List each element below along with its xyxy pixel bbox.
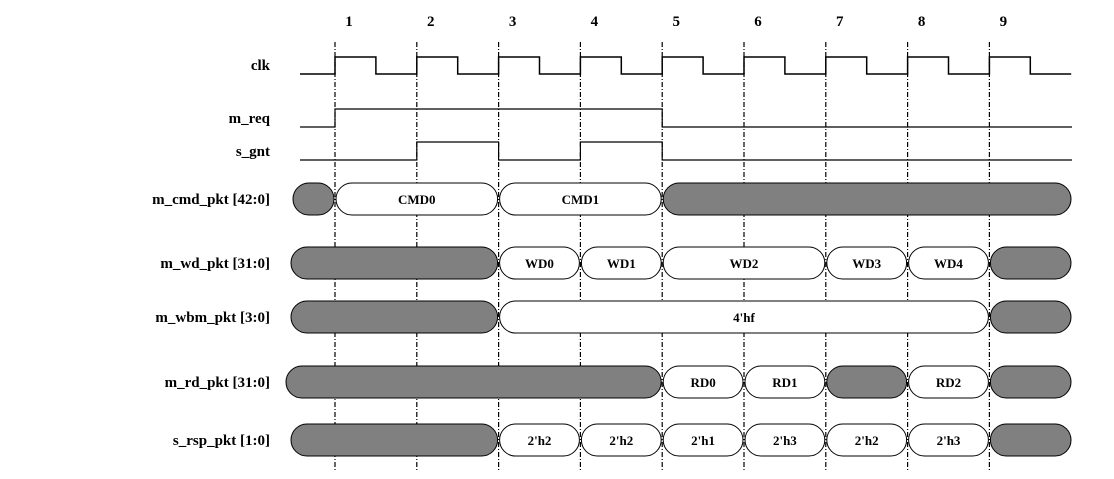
bus-value-shape (499, 300, 989, 334)
bus-idle-shape (989, 365, 1072, 399)
cycle-number: 3 (509, 14, 517, 30)
bus-value-shape (744, 423, 826, 457)
bus-segment: WD4 (908, 246, 989, 280)
bus-value-label: WD4 (934, 256, 963, 271)
bus-idle-segment (290, 246, 499, 280)
bus-value-shape (744, 365, 826, 399)
bus-segment: CMD0 (335, 182, 499, 216)
signal-label: s_rsp_pkt [1:0] (173, 433, 270, 449)
bus-idle-segment (290, 423, 499, 457)
bus-idle-shape (989, 300, 1072, 334)
bus-idle-shape (290, 300, 499, 334)
clk-waveform (300, 56, 1072, 75)
bus-segment: RD2 (908, 365, 989, 399)
bus-value-shape (826, 423, 908, 457)
bus-idle-segment (989, 300, 1072, 334)
bus-idle-shape (290, 246, 499, 280)
signal-label: m_rd_pkt [31:0] (165, 375, 270, 391)
bus-idle-segment (285, 365, 662, 399)
bus-value-label: 4'hf (733, 310, 755, 325)
s_gnt-waveform (300, 141, 1072, 161)
bus-segment: WD1 (580, 246, 662, 280)
bus-idle-shape (662, 182, 1072, 216)
bus-segment: 2'h2 (499, 423, 580, 457)
bus-segment: 2'h2 (826, 423, 908, 457)
signal-label: clk (251, 58, 271, 74)
bus-idle-segment (290, 300, 499, 334)
bus-value-shape (908, 246, 989, 280)
bus-idle-shape (989, 423, 1072, 457)
cycle-number: 1 (345, 14, 353, 30)
bus-segment: 4'hf (499, 300, 989, 334)
bus-value-shape (662, 365, 744, 399)
signal-label: m_wd_pkt [31:0] (160, 256, 270, 272)
bus-value-label: CMD0 (398, 192, 436, 207)
bus-segment: WD3 (826, 246, 908, 280)
bus-segment: 2'h3 (744, 423, 826, 457)
bus-value-label: 2'h2 (528, 433, 552, 448)
bus-value-label: WD0 (525, 256, 554, 271)
bus-value-shape (499, 423, 580, 457)
bus-value-shape (499, 182, 662, 216)
bus-value-label: 2'h2 (855, 433, 879, 448)
bus-value-shape (499, 246, 580, 280)
bus-value-label: 2'h2 (609, 433, 633, 448)
bus-value-label: RD0 (690, 375, 715, 390)
m_req-waveform (300, 108, 1072, 128)
bus-idle-shape (826, 365, 908, 399)
bus-value-label: WD2 (730, 256, 759, 271)
bus-value-label: 2'h1 (691, 433, 715, 448)
signal-label: m_req (229, 111, 271, 127)
bus-segment: 2'h1 (662, 423, 744, 457)
cycle-number: 7 (836, 14, 844, 30)
cycle-number: 8 (918, 14, 926, 30)
cycle-number: 6 (754, 14, 762, 30)
signal-label: m_cmd_pkt [42:0] (152, 192, 270, 208)
bus-value-shape (908, 423, 989, 457)
bus-idle-segment (662, 182, 1072, 216)
bus-value-shape (908, 365, 989, 399)
bus-segment: WD0 (499, 246, 580, 280)
bus-value-label: WD3 (852, 256, 881, 271)
bus-value-label: 2'h3 (773, 433, 797, 448)
bus-idle-segment (989, 423, 1072, 457)
bus-idle-shape (292, 182, 335, 216)
bus-idle-segment (292, 182, 335, 216)
bus-value-shape (826, 246, 908, 280)
bus-value-label: RD1 (772, 375, 797, 390)
bus-value-label: RD2 (936, 375, 961, 390)
signal-label: s_gnt (236, 144, 270, 160)
bus-idle-segment (989, 365, 1072, 399)
bus-value-label: CMD1 (562, 192, 600, 207)
bus-value-label: WD1 (607, 256, 636, 271)
bus-idle-shape (285, 365, 662, 399)
bus-value-shape (662, 423, 744, 457)
bus-idle-segment (989, 246, 1072, 280)
bus-value-shape (335, 182, 499, 216)
bus-segment: RD1 (744, 365, 826, 399)
bus-idle-shape (290, 423, 499, 457)
cycle-number: 5 (672, 14, 680, 30)
cycle-number: 4 (591, 14, 599, 30)
bus-value-shape (662, 246, 826, 280)
bus-value-shape (580, 246, 662, 280)
bus-segment: CMD1 (499, 182, 662, 216)
bus-segment: RD0 (662, 365, 744, 399)
cycle-number: 2 (427, 14, 435, 30)
cycle-number: 9 (1000, 14, 1008, 30)
bus-segment: 2'h2 (580, 423, 662, 457)
bus-idle-shape (989, 246, 1072, 280)
signal-label: m_wbm_pkt [3:0] (155, 310, 270, 326)
bus-idle-segment (826, 365, 908, 399)
bus-segment: WD2 (662, 246, 826, 280)
bus-segment: 2'h3 (908, 423, 989, 457)
bus-value-shape (580, 423, 662, 457)
bus-value-label: 2'h3 (937, 433, 961, 448)
